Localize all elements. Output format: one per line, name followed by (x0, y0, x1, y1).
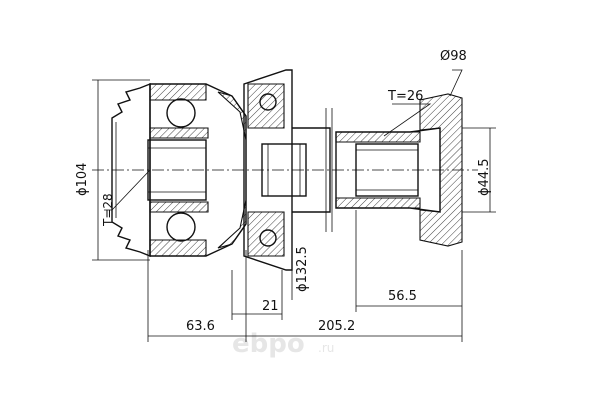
splined-tube (335, 127, 441, 213)
middle-shaft (261, 108, 333, 232)
ball-top (166, 98, 196, 128)
label-teeth-right: T=26 (387, 89, 423, 104)
label-shaft-diameter: ϕ44.5 (477, 158, 492, 196)
flange (419, 93, 463, 247)
bearing-ring (243, 69, 293, 271)
watermark-logo: ebpo (232, 329, 305, 359)
label-outer-diameter: ϕ104 (75, 163, 90, 196)
label-teeth-left: T=28 (101, 193, 115, 227)
watermark-domain: .ru (318, 341, 334, 355)
ball-bottom (166, 212, 196, 242)
bearing-balls (149, 98, 209, 242)
bearing-ball-top (259, 93, 277, 111)
dimension-lines (92, 69, 496, 342)
watermark: ebpo .ru (232, 329, 334, 359)
label-flange-diameter: Ø98 (440, 49, 467, 64)
inner-hub (147, 139, 207, 201)
label-length-total: 205.2 (318, 319, 355, 334)
label-length-left: 63.6 (186, 319, 215, 334)
bearing-ball-bottom (259, 229, 277, 247)
label-length-right: 56.5 (388, 289, 417, 304)
label-length-21: 21 (262, 299, 279, 314)
label-bearing-diameter: ϕ132.5 (295, 246, 310, 292)
